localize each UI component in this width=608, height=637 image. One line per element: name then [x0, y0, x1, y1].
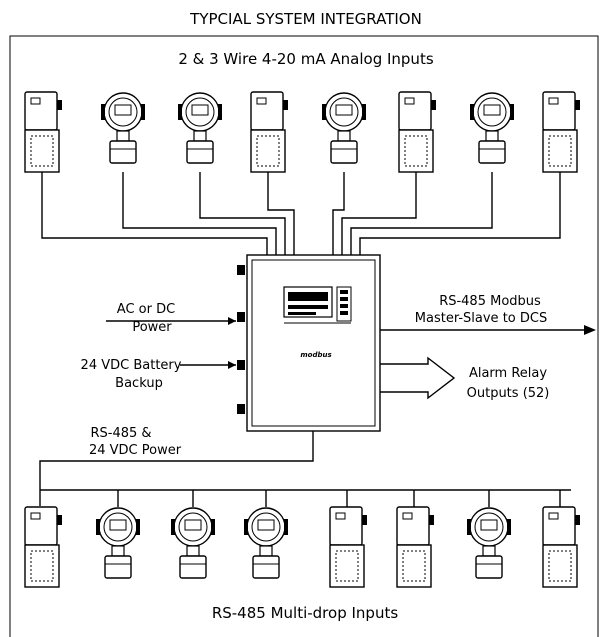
input-wire — [359, 172, 561, 255]
battery-label: Backup — [115, 376, 163, 391]
input-wire — [332, 172, 345, 255]
diagram-header: TYPCIAL SYSTEM INTEGRATION — [189, 10, 422, 28]
left-fitting — [237, 360, 245, 370]
left-fitting — [237, 404, 245, 414]
outer-frame — [9, 35, 599, 637]
power-label: Power — [132, 320, 172, 335]
round-sensor-icon — [470, 92, 514, 164]
controller-brand: modbus — [300, 351, 331, 359]
modbus-label: Master-Slave to DCS — [415, 311, 547, 326]
box-transmitter-icon — [250, 91, 288, 173]
round-sensor-icon — [96, 507, 140, 579]
round-sensor-icon — [244, 507, 288, 579]
controller-unit: modbus — [237, 254, 381, 432]
box-transmitter-icon — [398, 91, 436, 173]
input-wire — [122, 172, 277, 255]
input-wire — [350, 172, 493, 255]
top-sensor-group — [24, 91, 580, 173]
round-sensor-icon — [467, 507, 511, 579]
input-wire — [341, 172, 417, 255]
modbus-label: RS-485 Modbus — [439, 294, 541, 309]
rs485-label: RS-485 & — [90, 426, 151, 441]
left-fitting — [237, 265, 245, 275]
round-sensor-icon — [101, 92, 145, 164]
input-wire — [41, 172, 268, 255]
round-sensor-icon — [322, 92, 366, 164]
rs485-label: 24 VDC Power — [89, 443, 182, 458]
top-section-title: 2 & 3 Wire 4-20 mA Analog Inputs — [178, 50, 433, 68]
round-sensor-icon — [171, 507, 215, 579]
input-wire — [199, 172, 286, 255]
bottom-sensor-group — [24, 490, 580, 588]
box-transmitter-icon — [542, 91, 580, 173]
box-transmitter-icon — [24, 91, 62, 173]
relay-label: Outputs (52) — [467, 386, 550, 401]
input-wire — [267, 172, 295, 255]
top-input-wiring — [41, 172, 561, 255]
box-transmitter-icon — [542, 506, 580, 588]
left-fitting — [237, 312, 245, 322]
box-transmitter-icon — [24, 506, 62, 588]
box-transmitter-icon — [396, 506, 434, 588]
power-label: AC or DC — [117, 302, 175, 317]
bottom-section-title: RS-485 Multi-drop Inputs — [212, 604, 398, 622]
rs485-bus — [39, 431, 571, 506]
box-transmitter-icon — [329, 506, 367, 588]
battery-label: 24 VDC Battery — [81, 358, 182, 373]
relay-label: Alarm Relay — [469, 366, 547, 381]
relay-output-arrow — [380, 356, 456, 400]
round-sensor-icon — [178, 92, 222, 164]
